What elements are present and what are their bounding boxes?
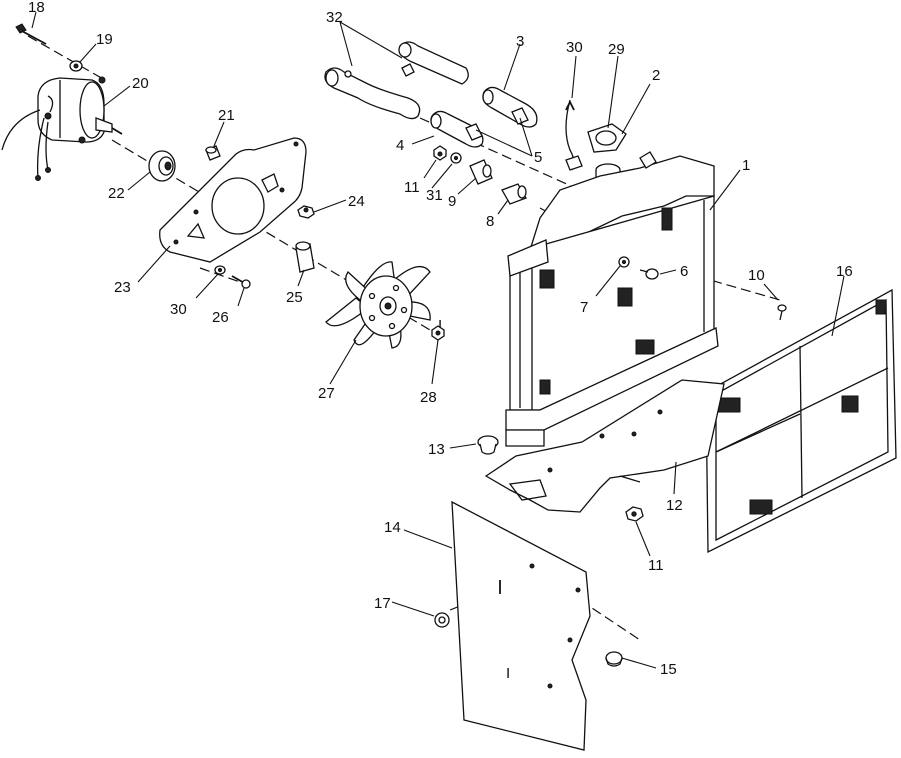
- callout-27: 27: [318, 385, 335, 402]
- part-25-spacer: [295, 241, 315, 273]
- part-16-screen: [705, 288, 897, 554]
- part-15-cap-nut: [605, 651, 623, 667]
- callout-9: 9: [448, 193, 456, 210]
- callout-29: 29: [608, 41, 625, 58]
- fan-mark: I: [438, 317, 442, 334]
- callout-2: 2: [652, 67, 660, 84]
- callout-14: 14: [384, 519, 401, 536]
- part-23-mounting-plate: [159, 137, 307, 263]
- part-11-nut: [433, 145, 447, 161]
- part-6-bolt: [639, 268, 659, 280]
- part-7-washer: [618, 256, 630, 268]
- part-32-hoses: [324, 41, 469, 120]
- part-30-sensor-wire: [565, 99, 583, 171]
- callout-30-top: 30: [566, 39, 583, 56]
- callout-28: 28: [420, 389, 437, 406]
- callout-19: 19: [96, 31, 113, 48]
- part-29-radiator-cap: [587, 123, 627, 153]
- part-1-radiator: [505, 151, 719, 447]
- callout-12: 12: [666, 497, 683, 514]
- callout-3: 3: [516, 33, 524, 50]
- part-17-grommet: [434, 612, 450, 628]
- callout-6: 6: [680, 263, 688, 280]
- callout-13: 13: [428, 441, 445, 458]
- callout-20: 20: [132, 75, 149, 92]
- part-18-bolt: [15, 23, 47, 45]
- callout-15: 15: [660, 661, 677, 678]
- part-26-screw: [231, 275, 251, 289]
- part-19-washer: [69, 60, 83, 72]
- part-8-spacer: [501, 183, 527, 205]
- part-21-spacer: [205, 145, 221, 161]
- part-27-fan-blade: I: [325, 261, 442, 349]
- callout-10: 10: [748, 267, 765, 284]
- callout-8: 8: [486, 213, 494, 230]
- part-31-washer: [450, 152, 462, 164]
- panel-mark: I: [506, 665, 510, 682]
- part-22-grommet: [148, 150, 176, 182]
- callout-18: 18: [28, 0, 45, 16]
- part-30-lock-washer: [214, 265, 226, 275]
- part-11-lower-nut: [625, 506, 644, 522]
- callout-17: 17: [374, 595, 391, 612]
- part-10-screw: [777, 304, 787, 321]
- part-28-nut: [431, 325, 445, 341]
- part-13-grommet: [477, 435, 499, 455]
- part-20-fan-motor: [1, 76, 123, 181]
- callout-7: 7: [580, 299, 588, 316]
- callout-22: 22: [108, 185, 125, 202]
- part-5-clamps: [465, 107, 529, 141]
- callout-11-top: 11: [404, 179, 420, 196]
- callout-4: 4: [396, 137, 404, 154]
- callout-5: 5: [534, 149, 542, 166]
- callout-labels: 18 19 20 21 22 23 24 25 30 26 27 28 32 3…: [28, 0, 853, 678]
- callout-31: 31: [426, 187, 443, 204]
- callout-16: 16: [836, 263, 853, 280]
- part-24-nut: [297, 205, 315, 219]
- part-14-shroud-panel: I: [451, 500, 591, 751]
- callout-25: 25: [286, 289, 303, 306]
- leader-lines: [31, 11, 845, 669]
- part-12-base-plate: [484, 379, 725, 513]
- callout-11-bottom: 11: [648, 557, 664, 574]
- callout-24: 24: [348, 193, 365, 210]
- callout-1: 1: [742, 157, 750, 174]
- callout-32: 32: [326, 9, 343, 26]
- part-3-hose: [482, 86, 538, 128]
- callout-26: 26: [212, 309, 229, 326]
- callout-23: 23: [114, 279, 131, 296]
- callout-21: 21: [218, 107, 235, 124]
- callout-30-left: 30: [170, 301, 187, 318]
- part-4-hose: [430, 110, 484, 148]
